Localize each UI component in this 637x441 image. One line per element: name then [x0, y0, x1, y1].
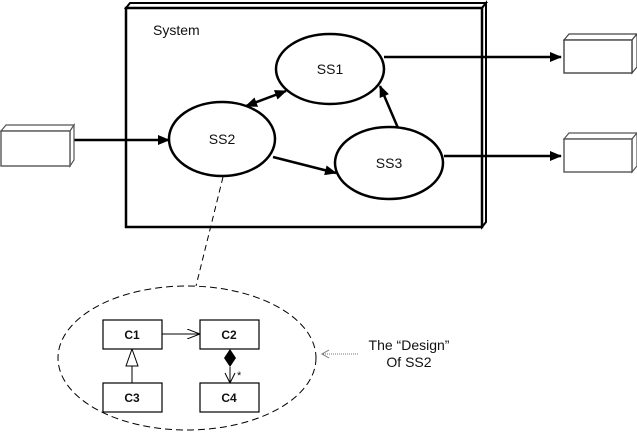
- subsystem-ss3[interactable]: SS3: [333, 125, 445, 201]
- c4-label: C4: [221, 391, 237, 405]
- class-c2[interactable]: C2: [199, 319, 260, 350]
- subsystem-ss1[interactable]: SS1: [274, 32, 386, 106]
- ss2-ss1-bidirectional-arrow: [245, 89, 287, 108]
- ss2-to-ss3-arrow: [272, 155, 337, 176]
- ss3-to-ss1-arrow: [378, 85, 400, 129]
- c2-c4-composition: [224, 349, 236, 385]
- c1-label: C1: [124, 328, 140, 342]
- class-c4[interactable]: C4: [199, 382, 260, 413]
- subsystem-ss2[interactable]: SS2: [167, 100, 277, 178]
- class-c1[interactable]: C1: [102, 319, 163, 350]
- c3-c1-generalization: [125, 347, 139, 383]
- ss3-label: SS3: [376, 155, 403, 171]
- ss2-label: SS2: [209, 131, 236, 147]
- design-ellipse: [57, 285, 317, 431]
- c2-label: C2: [221, 328, 237, 342]
- design-annotation-pointer: [320, 349, 359, 359]
- class-c3[interactable]: C3: [102, 382, 163, 413]
- ss1-label: SS1: [317, 61, 344, 77]
- system-label: System: [153, 22, 200, 38]
- ss2-design-connector: [195, 176, 224, 287]
- output-node-1[interactable]: [562, 33, 637, 75]
- input-node[interactable]: [0, 123, 76, 168]
- composition-multiplicity: *: [237, 370, 242, 382]
- annotation-line-1: The “Design”: [369, 337, 450, 353]
- c3-label: C3: [124, 391, 140, 405]
- annotation-line-2: Of SS2: [386, 354, 431, 370]
- output-node-2[interactable]: [562, 132, 637, 174]
